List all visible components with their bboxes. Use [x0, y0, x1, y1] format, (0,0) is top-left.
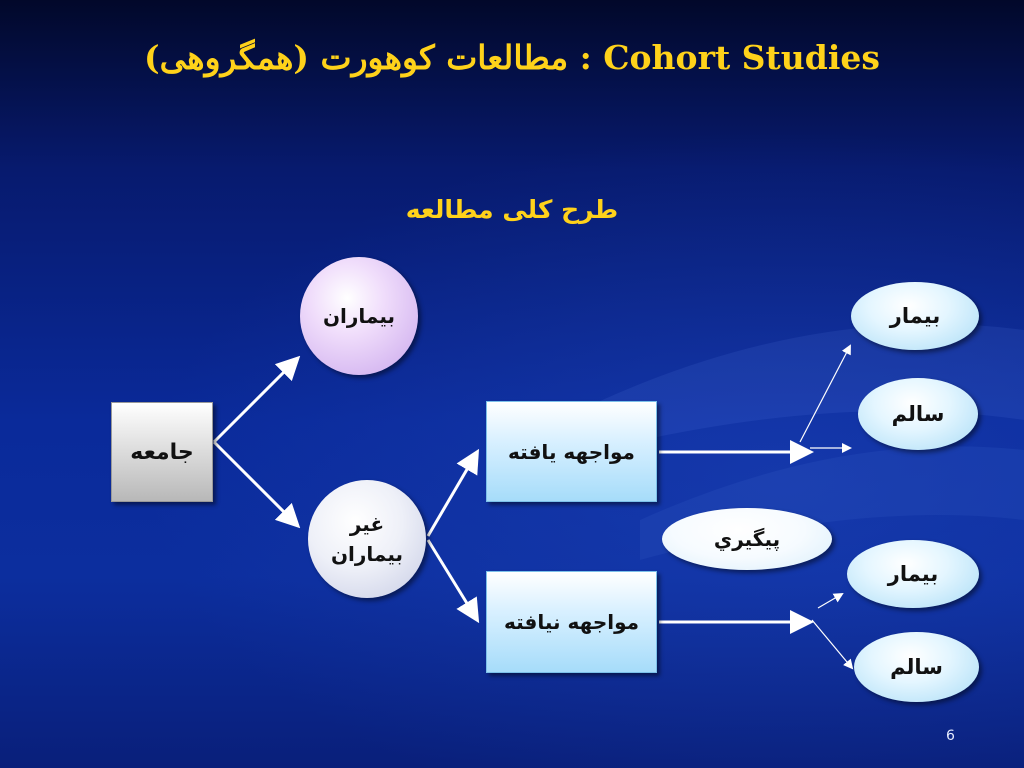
exposed-healthy-ellipse: سالم: [858, 378, 978, 450]
population-label: جامعه: [130, 439, 194, 465]
patients-label: بیماران: [322, 304, 396, 328]
slide-subtitle: طرح کلی مطالعه: [405, 195, 619, 224]
arrow-nonpatients-to-exposed: [426, 448, 480, 537]
exposed-label: مواجهه یافته: [508, 439, 635, 464]
exposed-sick-ellipse: بیمار: [851, 282, 979, 350]
non-patients-label-line2: بیماران: [330, 542, 404, 566]
unexposed-label: مواجهه نیافته: [503, 610, 640, 634]
unexposed-sick-ellipse: بیمار: [847, 540, 979, 608]
unexposed-box: مواجهه نیافته: [486, 571, 657, 673]
patients-circle: بیماران: [300, 257, 418, 375]
population-box: جامعه: [111, 402, 213, 502]
exposed-box: مواجهه یافته: [486, 401, 657, 502]
page-number: 6: [946, 728, 955, 744]
arrow-population-to-patients: [212, 355, 301, 444]
non-patients-circle: غیر بیماران: [308, 480, 426, 598]
exposed-sick-label: بیمار: [889, 304, 941, 328]
arrow-unexposed-to-sick: [817, 592, 844, 609]
arrow-population-to-nonpatients: [212, 440, 301, 529]
follow-up-ellipse: پیگيري: [662, 508, 832, 570]
arrow-nonpatients-to-unexposed: [426, 539, 480, 624]
non-patients-label-line1: غیر: [349, 512, 385, 536]
unexposed-healthy-ellipse: سالم: [854, 632, 979, 702]
slide-title: مطالعات کوهورت (همگروهی) : Cohort Studie…: [144, 38, 880, 77]
unexposed-healthy-label: سالم: [890, 655, 943, 679]
arrow-exposed-to-sick: [799, 344, 851, 443]
exposed-healthy-label: سالم: [891, 402, 945, 426]
follow-up-label: پیگيري: [713, 527, 781, 551]
unexposed-sick-label: بیمار: [887, 562, 939, 586]
arrow-unexposed-to-healthy: [811, 619, 854, 670]
